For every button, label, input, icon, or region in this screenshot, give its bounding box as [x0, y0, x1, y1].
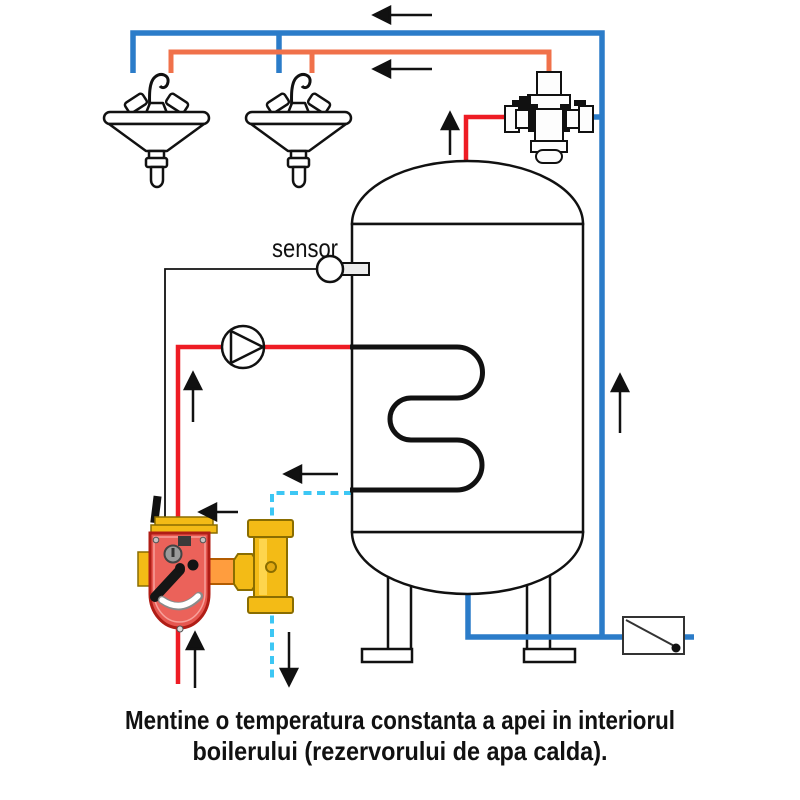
boiler-tank [350, 159, 585, 596]
mixed-water-pipes [168, 49, 552, 77]
flow-arrow-up-valve-bottom [184, 630, 206, 688]
valve-scale-arc [159, 593, 201, 609]
sink-1 [102, 73, 211, 189]
flow-arrow-left-return [282, 463, 338, 485]
cold-water-inlet-symbol [622, 616, 685, 655]
faucet-spout-icon [290, 73, 312, 113]
sensor-label: sensor [272, 233, 338, 263]
circulation-pump-icon [220, 324, 266, 370]
faucet-handle-left [123, 92, 149, 115]
sensor-capillary [164, 268, 317, 517]
flow-arrows [182, 4, 631, 688]
flow-arrow-up-pump-line [182, 370, 204, 422]
faucet-handle-left [265, 92, 291, 115]
flow-arrow-up-hot-outlet [439, 110, 461, 155]
sink-2 [244, 73, 353, 189]
sensor-nipple [340, 262, 370, 276]
caption-line-1: Mentine o temperatura constanta a apei i… [125, 705, 675, 735]
flow-arrow-up-riser [609, 372, 631, 433]
brass-tee-fitting [247, 519, 294, 614]
heat-exchanger-coil [350, 344, 485, 493]
thermostatic-loading-valve [137, 495, 294, 633]
valve-lever [150, 565, 185, 602]
temperature-sensor [164, 254, 370, 517]
flow-arrow-left-top [371, 4, 432, 26]
valve-tee-connector [208, 558, 238, 585]
basin-rim [244, 110, 353, 126]
faucet-handle-right [306, 92, 332, 115]
brass-union-nut [233, 553, 257, 591]
drain-trap [291, 165, 307, 189]
thermostatic-mixing-valve [504, 71, 594, 164]
faucet-handle-right [164, 92, 190, 115]
caption-line-2: boilerului (rezervorului de apa calda). [193, 736, 608, 766]
flow-arrow-down-return-out [278, 632, 300, 688]
sensor-bulb-icon [315, 254, 345, 284]
flow-arrow-left-mixed [371, 58, 432, 80]
flow-arrow-left-valve-top [197, 501, 238, 523]
caption: Mentine o temperatura constanta a apei i… [125, 705, 675, 766]
basin-rim [102, 110, 211, 126]
basin-bowl [249, 122, 348, 153]
drain-trap [149, 165, 165, 189]
return-water-pipes [270, 491, 352, 678]
basin-bowl [107, 122, 206, 153]
faucet-spout-icon [148, 73, 170, 113]
